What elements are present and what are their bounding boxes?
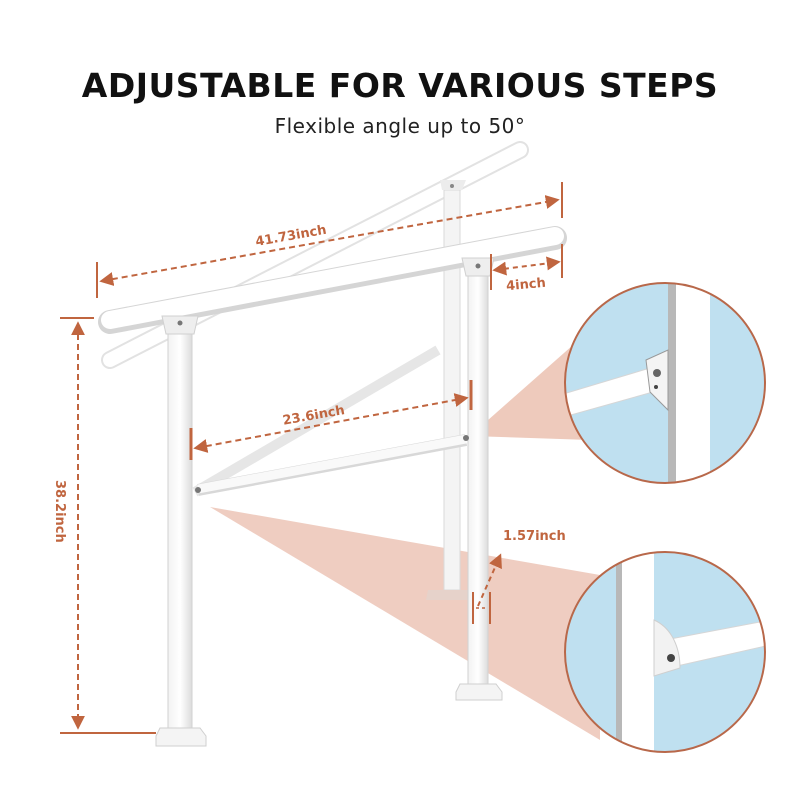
dimension-post-width: 1.57inch	[472, 529, 566, 624]
highlight-cone-lower	[210, 507, 600, 740]
dimension-rail-overhang: 4inch	[490, 244, 563, 294]
lower-bracket-detail	[564, 551, 766, 753]
dimension-post-height: 38.2inch	[52, 317, 156, 734]
subheadline: Flexible angle up to 50°	[274, 114, 526, 138]
upper-bracket-detail	[564, 282, 766, 484]
headline: ADJUSTABLE FOR VARIOUS STEPS	[81, 66, 719, 105]
post-height-label: 38.2inch	[52, 480, 67, 543]
highlight-cone-upper	[470, 330, 590, 440]
rail-overhang-label: 4inch	[506, 276, 547, 294]
post-width-label: 1.57inch	[503, 529, 566, 544]
left-post	[155, 315, 207, 747]
